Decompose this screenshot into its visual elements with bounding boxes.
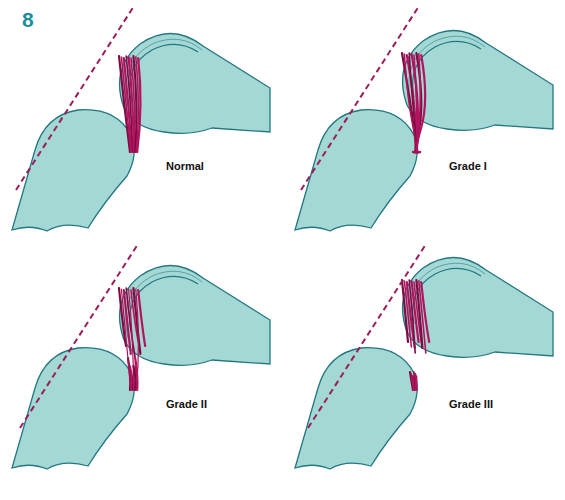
panel-label: Grade II	[166, 398, 207, 411]
ligament-stub	[414, 372, 416, 390]
normal-panel	[12, 6, 270, 231]
ligament-fiber	[136, 289, 139, 390]
ligament	[119, 56, 140, 152]
upper-bone-shape	[120, 265, 270, 365]
panel-label: Grade I	[449, 160, 487, 173]
reference-line	[16, 6, 134, 190]
lower-bone	[295, 348, 417, 469]
lower-bone	[12, 110, 134, 231]
grade-1-panel	[295, 6, 553, 231]
ligament-fiber	[417, 55, 425, 153]
figure-number: 8	[22, 8, 34, 32]
panel-label: Grade III	[449, 398, 493, 411]
ligament	[402, 53, 425, 153]
ligament	[119, 288, 145, 390]
upper-bone-shape	[403, 257, 553, 357]
reference-line	[308, 244, 426, 428]
torn-fiber	[133, 366, 135, 390]
ligament-stub	[416, 376, 418, 390]
torn-fiber	[138, 290, 145, 346]
reference-line	[301, 6, 419, 190]
grade-2-panel	[12, 244, 270, 469]
upper-bone-shape	[120, 33, 270, 133]
ligament-fiber	[137, 58, 140, 152]
ligament	[402, 280, 429, 390]
upper-bone	[120, 33, 270, 133]
panel-label: Normal	[166, 160, 204, 173]
upper-bone	[120, 265, 270, 365]
upper-bone	[403, 257, 553, 357]
reference-line	[20, 244, 138, 428]
ligament-stub	[415, 374, 416, 390]
torn-fiber	[130, 366, 132, 390]
grade-3-panel	[295, 244, 553, 469]
ruptured-fiber	[421, 282, 429, 342]
torn-fiber	[135, 358, 137, 390]
lower-bone	[12, 348, 134, 469]
ligament-fiber	[133, 56, 136, 152]
ligament-stub	[411, 374, 414, 390]
